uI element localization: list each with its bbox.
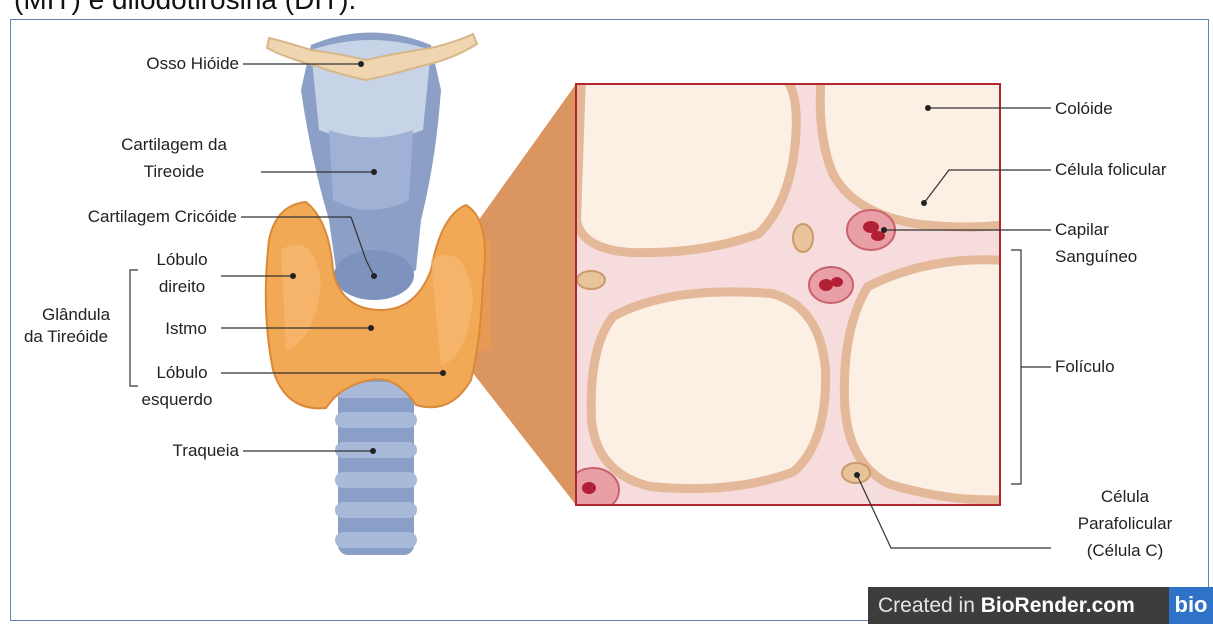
label-capillary-line2: Sanguíneo	[1055, 246, 1137, 268]
label-thyroid-cartilage-line1: Cartilagem da	[91, 134, 257, 156]
label-trachea: Traqueia	[111, 440, 239, 462]
label-gland-line1: Glândula	[21, 304, 131, 326]
label-right-lobe-line2: direito	[141, 276, 223, 298]
label-capillary-line1: Capilar	[1055, 219, 1109, 241]
label-right-lobe-line1: Lóbulo	[141, 249, 223, 271]
label-cricoid-cartilage: Cartilagem Cricóide	[31, 206, 237, 228]
label-isthmus: Istmo	[151, 318, 221, 340]
label-parafollicular-line3: (Célula C)	[1055, 540, 1195, 562]
label-parafollicular-line1: Célula	[1055, 486, 1195, 508]
label-follicle: Folículo	[1055, 356, 1115, 378]
label-follicular-cell: Célula folicular	[1055, 159, 1167, 181]
label-thyroid-cartilage-line2: Tireoide	[91, 161, 257, 183]
badge-brand: BioRender.com	[981, 594, 1135, 617]
page-caption: (MIT) e diiodotirosina (DIT).	[14, 0, 356, 16]
biorender-badge[interactable]: Created in BioRender.com bio	[868, 587, 1213, 624]
label-colloid: Colóide	[1055, 98, 1113, 120]
label-left-lobe-line2: esquerdo	[121, 389, 233, 411]
trachea	[335, 375, 417, 555]
label-parafollicular-line2: Parafolicular	[1055, 513, 1195, 535]
label-gland-line2: da Tireóide	[10, 326, 131, 348]
label-left-lobe-line1: Lóbulo	[141, 362, 223, 384]
biorender-logo-icon: bio	[1169, 587, 1213, 624]
badge-prefix: Created in	[878, 594, 981, 617]
follicle-tissue	[567, 75, 1006, 512]
label-hyoid: Osso Hióide	[61, 53, 239, 75]
diagram-frame: Osso Hióide Cartilagem da Tireoide Carti…	[10, 19, 1209, 621]
